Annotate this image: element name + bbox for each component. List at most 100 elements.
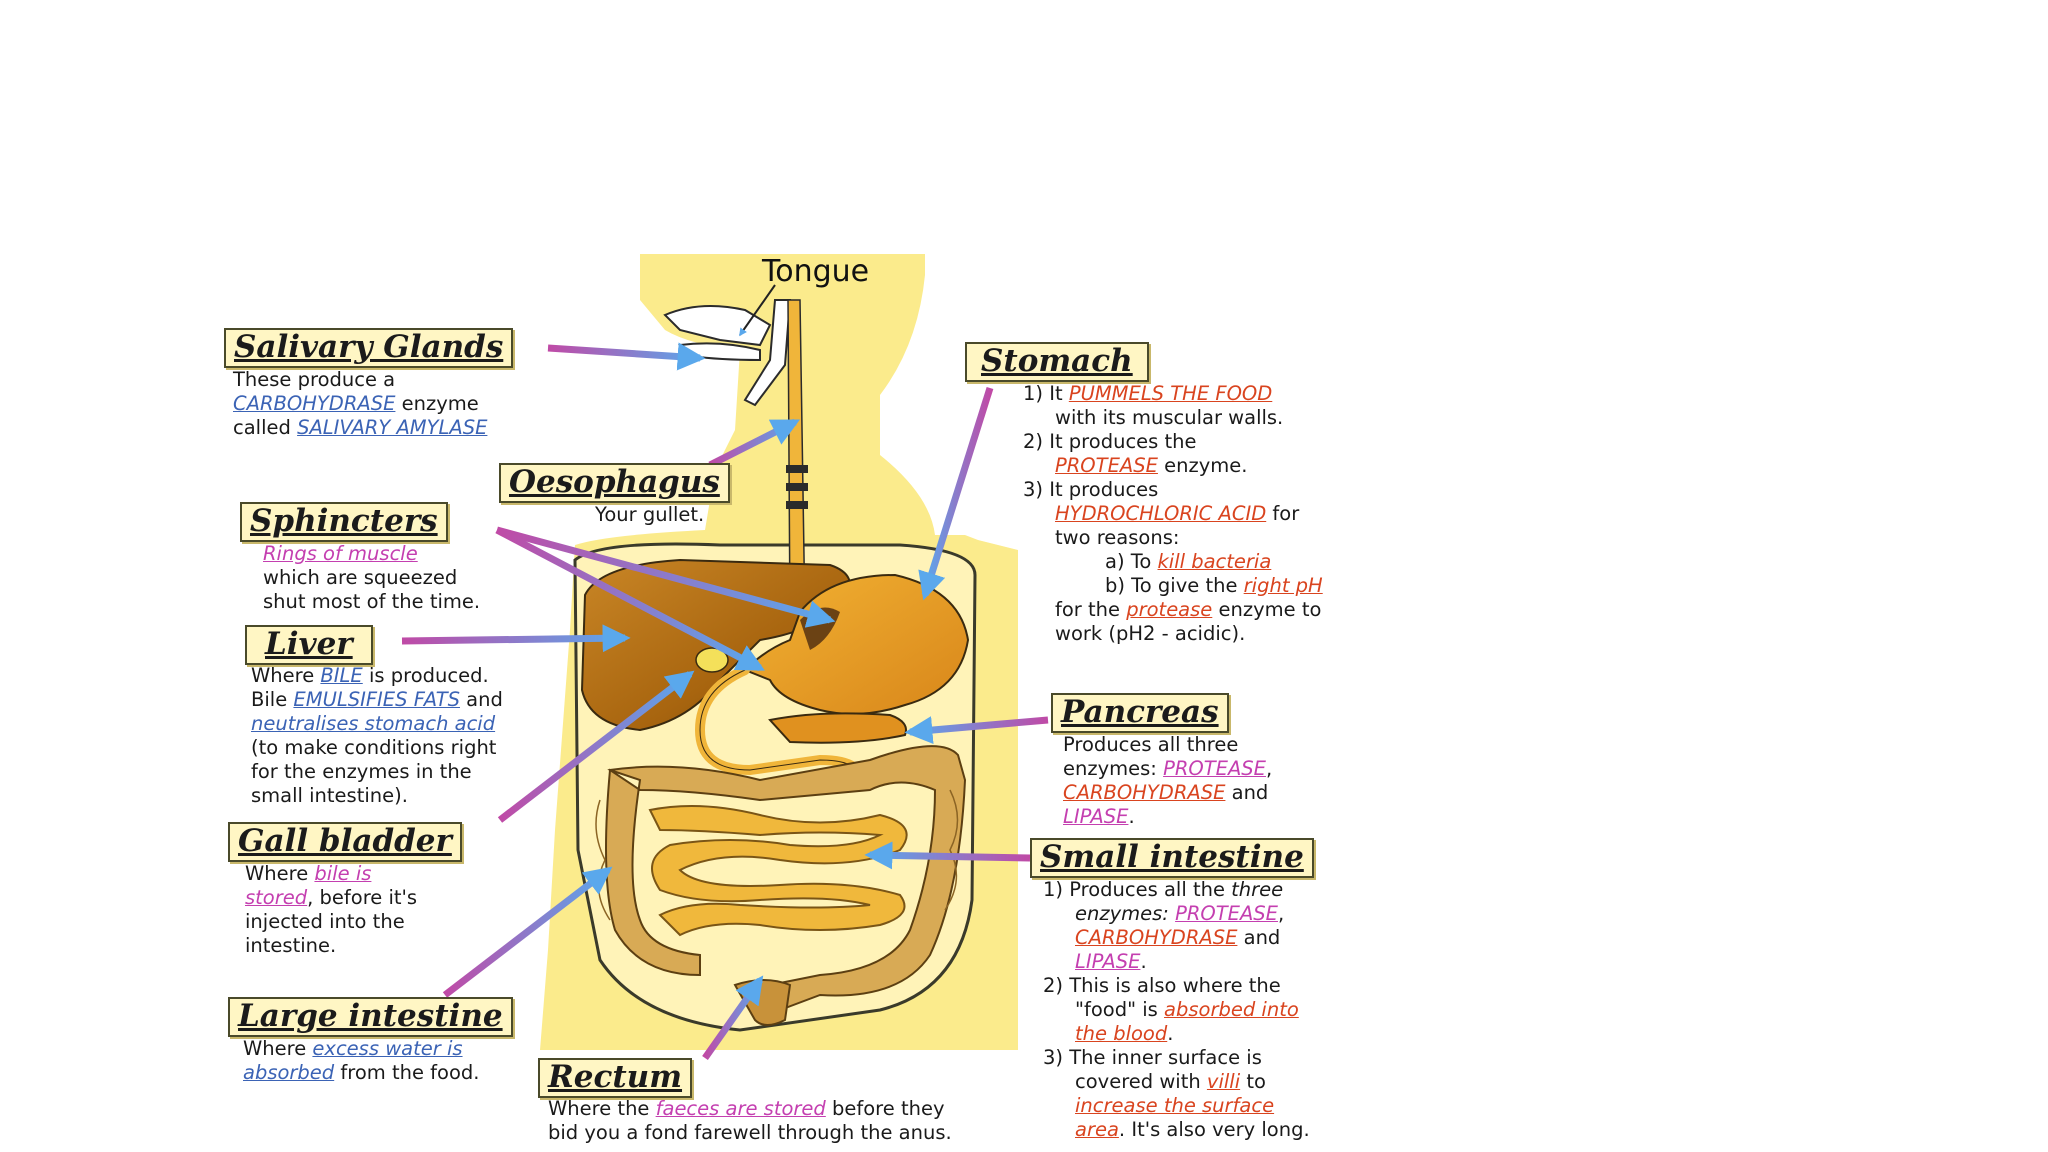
small-enzymes: enzymes: bbox=[1075, 902, 1176, 925]
stomach-pummels: PUMMELS THE FOOD bbox=[1068, 382, 1273, 405]
arrow-stomach bbox=[918, 386, 994, 601]
liver-bile-word: Bile bbox=[251, 688, 294, 711]
small-food-is: "food" is bbox=[1075, 998, 1165, 1021]
liver-emulsifies: EMULSIFIES FATS bbox=[293, 688, 460, 711]
gall-bladder-label: Gall bladder bbox=[228, 822, 462, 862]
sphincters-description: Rings of muscle which are squeezed shut … bbox=[263, 542, 480, 614]
small-intestine-description: 1) Produces all the three enzymes: PROTE… bbox=[1043, 878, 1310, 1142]
large-from-food: from the food. bbox=[334, 1061, 480, 1084]
stomach-label: Stomach bbox=[965, 342, 1149, 382]
pancreas-comma: , bbox=[1266, 757, 1273, 780]
arrow-oesophagus bbox=[708, 418, 800, 469]
small-the-blood: the blood bbox=[1075, 1022, 1168, 1045]
sphincters-line-2: which are squeezed bbox=[263, 566, 458, 589]
pancreas-description: Produces all three enzymes: PROTEASE, CA… bbox=[1063, 733, 1272, 829]
arrow-sphincter-top bbox=[496, 526, 836, 628]
small-comma: , bbox=[1278, 902, 1285, 925]
salivary-amylase: SALIVARY AMYLASE bbox=[297, 416, 488, 439]
pancreas-lipase: LIPASE bbox=[1063, 805, 1129, 828]
small-intestine-label: Small intestine bbox=[1030, 838, 1314, 878]
gall-where: Where bbox=[245, 862, 315, 885]
small-very-long: . It's also very long. bbox=[1118, 1118, 1310, 1141]
salivary-carbohydrase: CARBOHYDRASE bbox=[233, 392, 396, 415]
stomach-line-5: 3) It produces bbox=[1023, 478, 1159, 501]
pancreas-carbohydrase: CARBOHYDRASE bbox=[1063, 781, 1226, 804]
small-period: . bbox=[1140, 950, 1147, 973]
liver-description: Where BILE is produced. Bile EMULSIFIES … bbox=[251, 664, 503, 808]
small-produces: 1) Produces all the bbox=[1043, 878, 1232, 901]
small-line-5: 2) This is also where the bbox=[1043, 974, 1281, 997]
gall-bladder-shape bbox=[695, 647, 729, 673]
gall-stored: stored bbox=[245, 886, 308, 909]
stomach-kill-bacteria: kill bacteria bbox=[1157, 550, 1272, 573]
rectum-faeces: faeces are stored bbox=[655, 1097, 826, 1120]
large-intestine-description: Where excess water is absorbed from the … bbox=[243, 1037, 479, 1085]
arrow-gall-bladder bbox=[497, 670, 695, 823]
arrow-large-intestine bbox=[442, 866, 613, 998]
liver-bile: BILE bbox=[320, 664, 363, 687]
rectum-description: Where the faeces are stored before they … bbox=[548, 1097, 952, 1145]
gall-bladder-description: Where bile is stored, before it's inject… bbox=[245, 862, 417, 958]
small-covered: covered with bbox=[1075, 1070, 1207, 1093]
rectum-before: before they bbox=[825, 1097, 945, 1120]
liver-label: Liver bbox=[245, 625, 373, 665]
arrow-sphincter-bottom bbox=[495, 526, 765, 672]
liver-neutralises: neutralises stomach acid bbox=[251, 712, 496, 735]
stomach-hcl: HYDROCHLORIC ACID bbox=[1055, 502, 1267, 525]
stomach-line-11: work (pH2 - acidic). bbox=[1055, 622, 1246, 645]
pancreas-and: and bbox=[1225, 781, 1269, 804]
small-carbohydrase: CARBOHYDRASE bbox=[1075, 926, 1238, 949]
small-villi: villi bbox=[1206, 1070, 1241, 1093]
tongue-label: Tongue bbox=[762, 254, 870, 289]
stomach-protease: PROTEASE bbox=[1055, 454, 1158, 477]
sphincters-line-3: shut most of the time. bbox=[263, 590, 481, 613]
arrow-salivary bbox=[547, 342, 706, 371]
large-intestine-label: Large intestine bbox=[228, 997, 513, 1037]
stomach-for: for bbox=[1266, 502, 1300, 525]
pancreas-enzymes: enzymes: bbox=[1063, 757, 1164, 780]
pancreas-line-1: Produces all three bbox=[1063, 733, 1239, 756]
liver-line-6: small intestine). bbox=[251, 784, 408, 807]
liver-produced: is produced. bbox=[362, 664, 489, 687]
gall-before: , before it's bbox=[307, 886, 418, 909]
arrow-small-intestine bbox=[864, 841, 1031, 870]
liver-where: Where bbox=[251, 664, 321, 687]
pancreas-label: Pancreas bbox=[1051, 693, 1229, 733]
stomach-protease-2: protease bbox=[1126, 598, 1213, 621]
gall-line-4: intestine. bbox=[245, 934, 337, 957]
stomach-a: a) To bbox=[1105, 550, 1158, 573]
arrow-rectum bbox=[702, 975, 764, 1061]
sphincters-rings: Rings of muscle bbox=[263, 542, 418, 565]
rectum-where: Where the bbox=[548, 1097, 656, 1120]
small-three: three bbox=[1231, 878, 1284, 901]
small-period-2: . bbox=[1167, 1022, 1174, 1045]
small-area: area bbox=[1075, 1118, 1119, 1141]
salivary-enzyme: enzyme bbox=[395, 392, 479, 415]
stomach-description: 1) It PUMMELS THE FOOD with its muscular… bbox=[1023, 382, 1323, 646]
liver-and: and bbox=[459, 688, 503, 711]
gall-line-3: injected into the bbox=[245, 910, 405, 933]
stomach-it: 1) It bbox=[1023, 382, 1069, 405]
salivary-glands-description: These produce a CARBOHYDRASE enzyme call… bbox=[233, 368, 487, 440]
salivary-line-1: These produce a bbox=[233, 368, 396, 391]
stomach-line-2: with its muscular walls. bbox=[1055, 406, 1284, 429]
stomach-line-7: two reasons: bbox=[1055, 526, 1180, 549]
pointer-arrows bbox=[401, 342, 1049, 1061]
sphincters-label: Sphincters bbox=[240, 502, 448, 542]
liver-line-4: (to make conditions right bbox=[251, 736, 497, 759]
salivary-called: called bbox=[233, 416, 298, 439]
rectum-label: Rectum bbox=[538, 1058, 693, 1098]
small-lipase: LIPASE bbox=[1075, 950, 1141, 973]
large-absorbed: absorbed bbox=[243, 1061, 335, 1084]
stomach-b: b) To give the bbox=[1105, 574, 1244, 597]
pancreas-shape bbox=[768, 712, 907, 744]
stomach-line-3: 2) It produces the bbox=[1023, 430, 1197, 453]
gall-bile-is: bile is bbox=[314, 862, 372, 885]
arrow-liver bbox=[401, 624, 631, 653]
small-absorbed-into: absorbed into bbox=[1164, 998, 1299, 1021]
rectum-line-2: bid you a fond farewell through the anus… bbox=[548, 1121, 952, 1144]
stomach-for-the: for the bbox=[1055, 598, 1127, 621]
pancreas-period: . bbox=[1128, 805, 1135, 828]
salivary-glands-label: Salivary Glands bbox=[224, 328, 514, 368]
stomach-enzyme: enzyme. bbox=[1157, 454, 1248, 477]
